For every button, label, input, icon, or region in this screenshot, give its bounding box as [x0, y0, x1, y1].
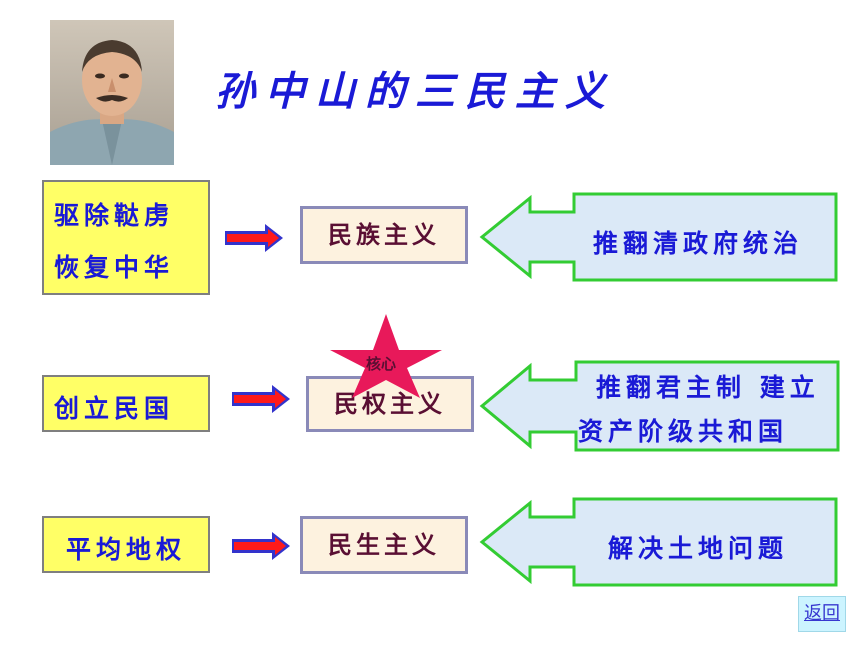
page-title: 孙中山的三民主义	[215, 69, 615, 115]
principle-box-democracy: 民权主义	[306, 376, 474, 432]
explanation-text: 资产阶级共和国	[578, 417, 789, 446]
explanation-text: 推翻君主制 建立	[596, 373, 820, 402]
right-arrow-icon	[232, 531, 292, 561]
slogan-line: 驱除鞑虏	[54, 201, 175, 230]
slogan-line: 平均地权	[66, 535, 187, 564]
explanation-text: 解决土地问题	[608, 534, 789, 563]
explanation-callout-2: 推翻君主制 建立 资产阶级共和国	[478, 360, 840, 452]
explanation-callout-1: 推翻清政府统治	[478, 192, 838, 282]
portrait-photo	[50, 20, 174, 165]
slogan-line: 创立民国	[54, 394, 175, 423]
explanation-text: 推翻清政府统治	[593, 229, 804, 258]
star-icon: 核心	[328, 312, 444, 400]
slogan-line: 恢复中华	[54, 253, 175, 282]
slogan-box-3: 平均地权	[42, 516, 210, 573]
right-arrow-icon	[232, 384, 292, 414]
slogan-box-2: 创立民国	[42, 375, 210, 432]
explanation-callout-3: 解决土地问题	[478, 497, 838, 587]
right-arrow-icon	[225, 223, 285, 253]
slogan-box-1: 驱除鞑虏 恢复中华	[42, 180, 210, 295]
back-link[interactable]: 返回	[798, 596, 846, 632]
principle-box-nationalism: 民族主义	[300, 206, 468, 264]
star-label: 核心	[366, 355, 397, 373]
principle-box-livelihood: 民生主义	[300, 516, 468, 574]
